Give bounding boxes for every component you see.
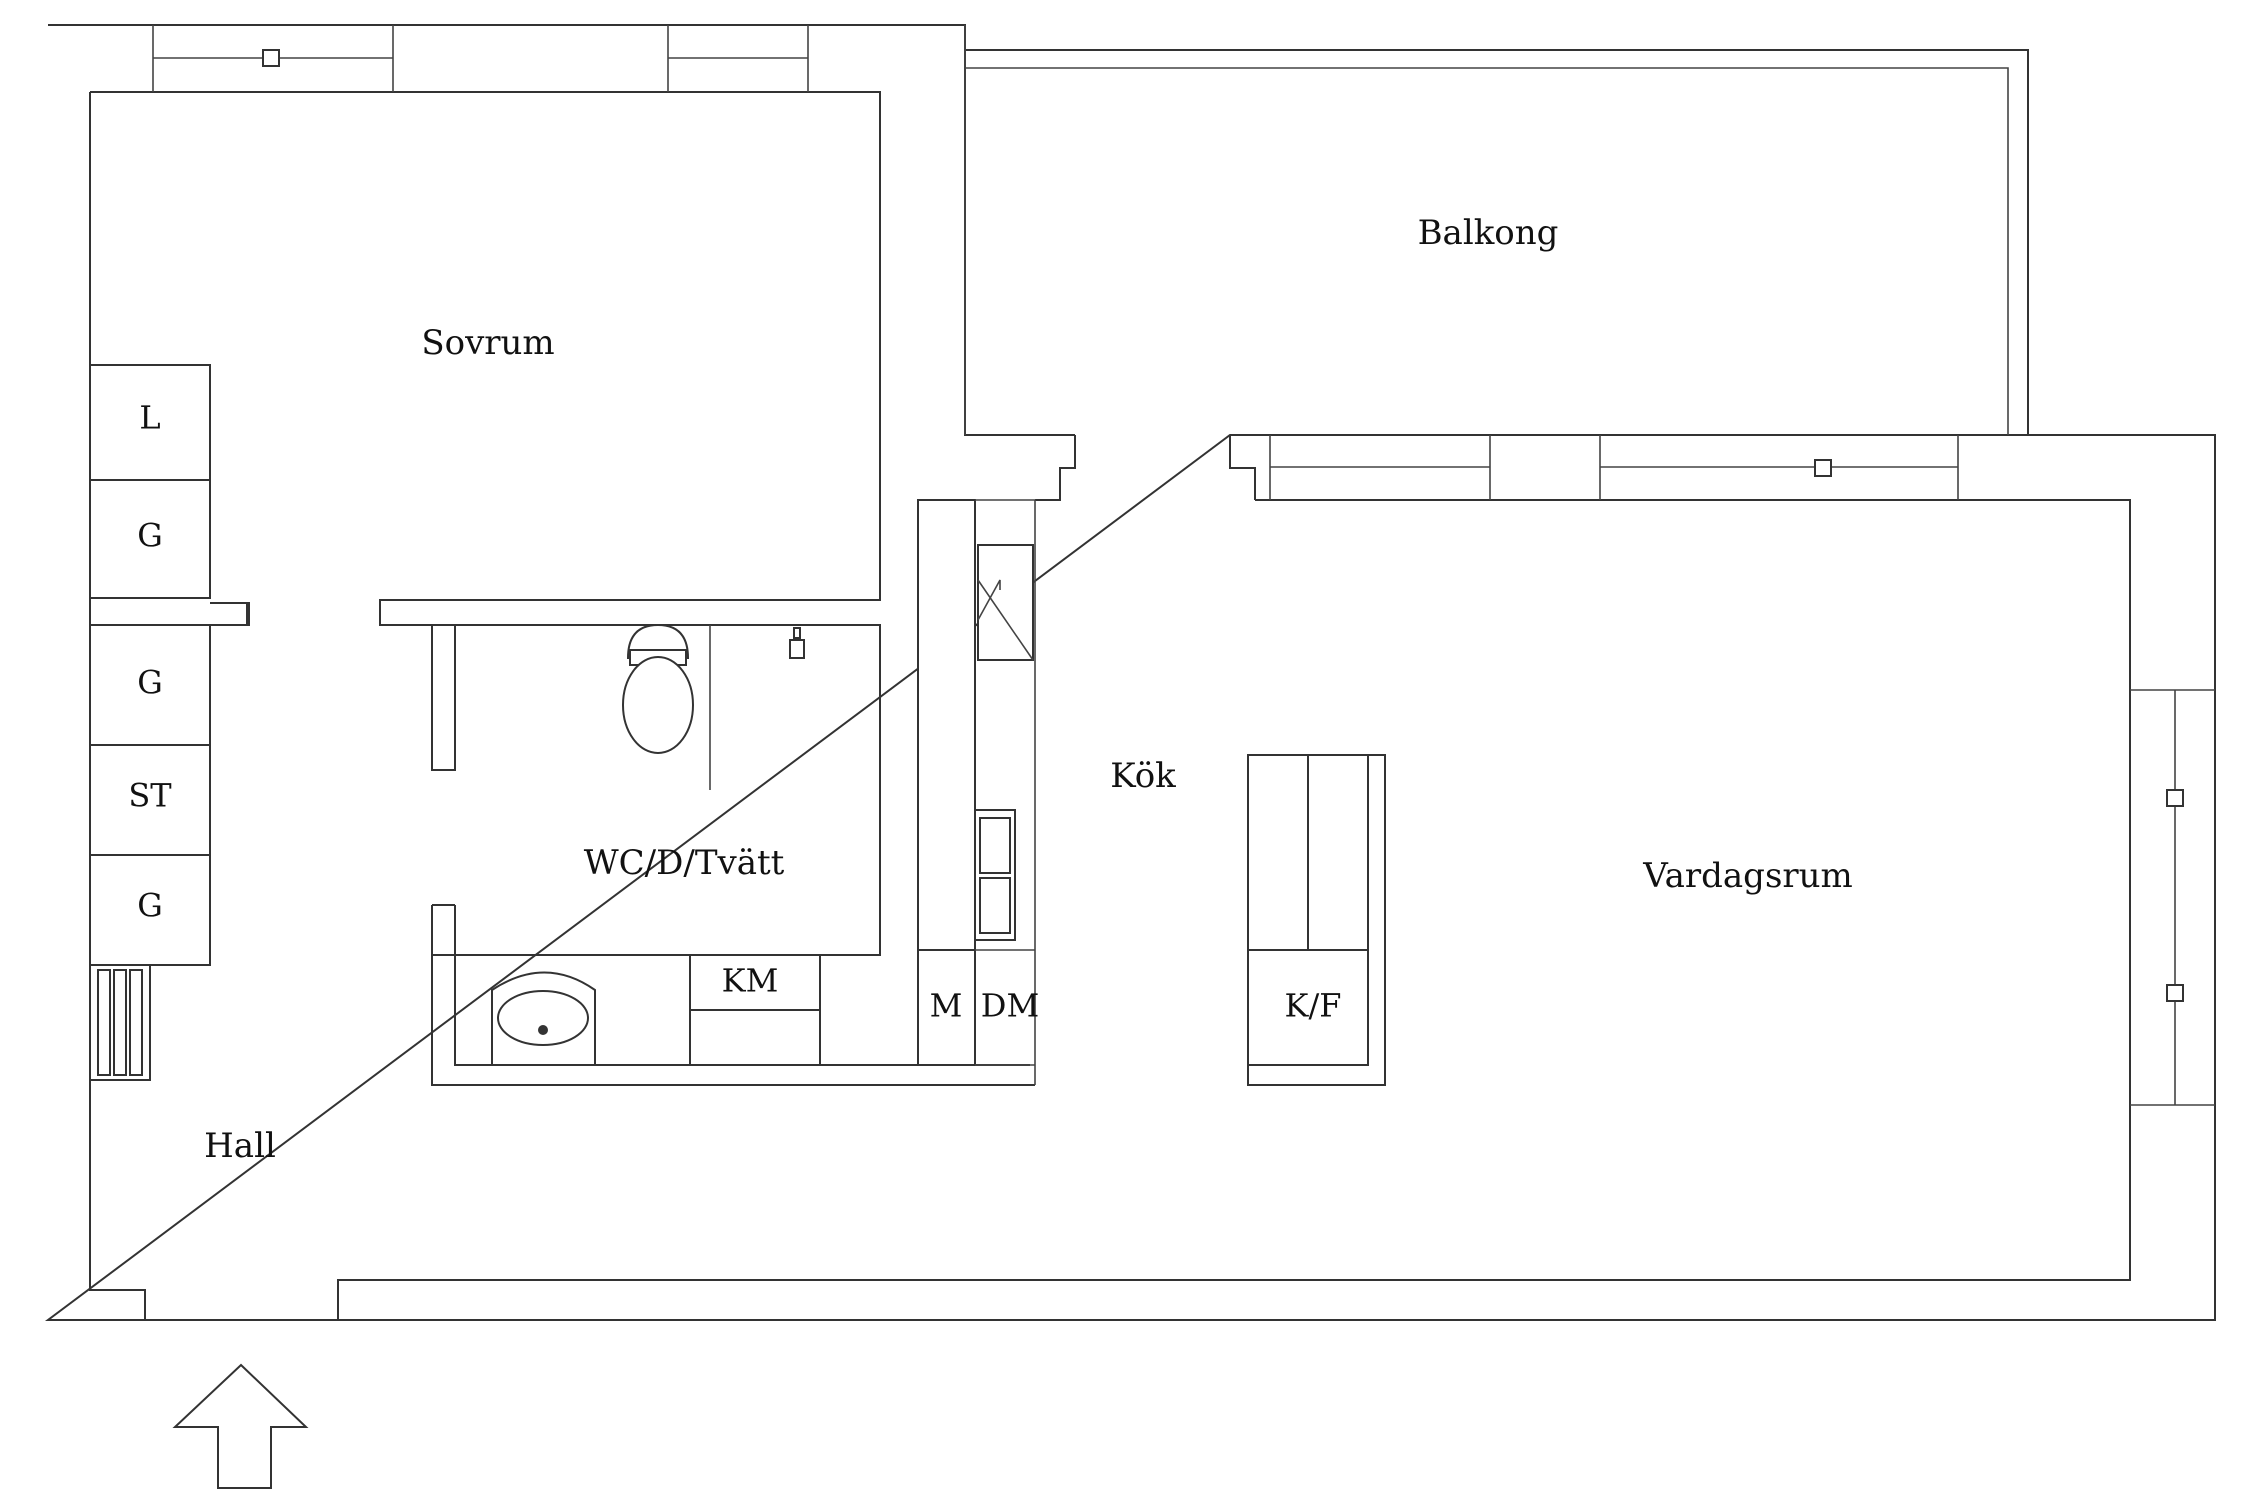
window-top [152, 25, 809, 92]
appliance-label-m: M [930, 987, 963, 1025]
room-label-sovrum: Sovrum [421, 323, 554, 363]
outer-walls [44, 24, 2216, 1321]
kitchen-counter [917, 499, 1036, 1085]
closet-label-g1: G [137, 517, 163, 555]
room-label-wc: WC/D/Tvätt [584, 843, 785, 883]
washing-machine [689, 954, 821, 1066]
kitchen-opening [1035, 435, 1256, 501]
closet-label-l: L [139, 399, 160, 437]
floor-drain [789, 627, 805, 659]
appliance-label-km: KM [722, 962, 779, 1000]
window-living [1269, 435, 1959, 500]
toilet [622, 623, 694, 754]
appliance-label-dm: DM [981, 987, 1039, 1025]
closet-label-g3: G [137, 887, 163, 925]
room-label-vardagsrum: Vardagsrum [1642, 856, 1853, 896]
balcony [964, 25, 2029, 435]
appliance-label-kf: K/F [1285, 987, 1342, 1025]
room-label-hall: Hall [204, 1126, 276, 1166]
closet-label-g2: G [137, 664, 163, 702]
room-label-balkong: Balkong [1418, 213, 1559, 253]
window-right [2130, 689, 2215, 1106]
closet-label-st: ST [128, 777, 172, 815]
bathroom-walls [431, 625, 1030, 1085]
fridge-freezer [1247, 754, 1386, 1086]
radiator [89, 964, 151, 1081]
room-label-kok: Kök [1110, 756, 1176, 796]
sink [491, 971, 596, 1066]
entrance-arrow [172, 1363, 309, 1489]
wardrobes [89, 364, 250, 966]
